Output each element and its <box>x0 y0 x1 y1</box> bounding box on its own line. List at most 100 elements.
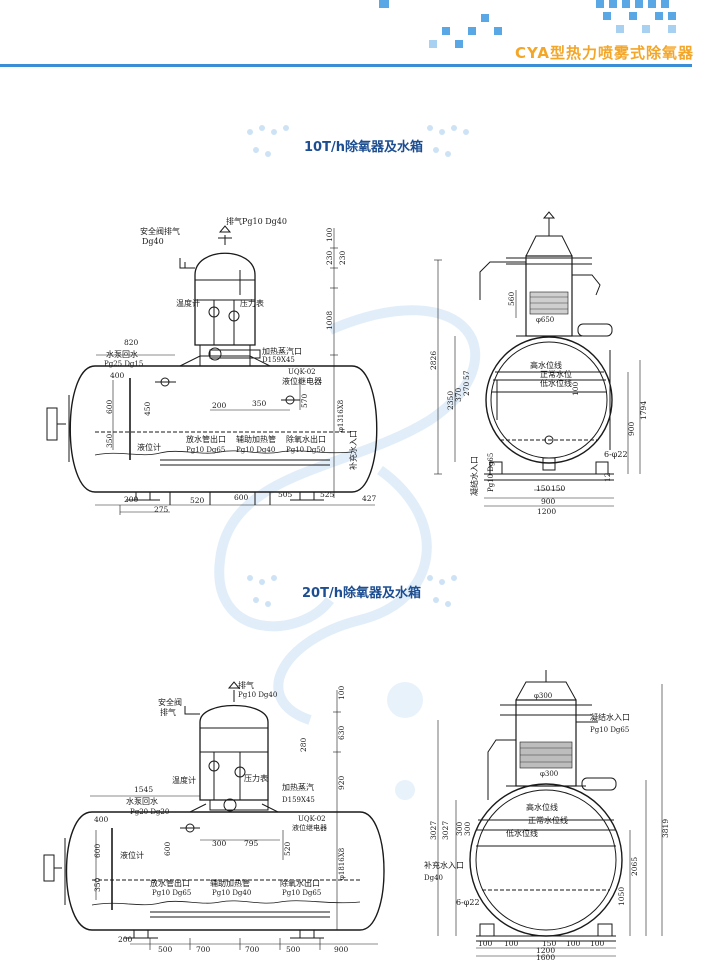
s1-dim-150b: 150 <box>551 484 566 493</box>
s2-pump-return-spec: Pg20 Dg20 <box>130 808 169 816</box>
s1-normal-level-label: 正常水位 <box>540 369 572 379</box>
s1-phi650: φ650 <box>536 316 554 324</box>
s1-dim-900: 900 <box>627 421 636 436</box>
s2-phi300a: φ300 <box>534 692 552 700</box>
s2-dim-100: 100 <box>337 685 346 700</box>
s1-dim-12: 12 <box>603 472 612 482</box>
s1-safety-dg-label: Dg40 <box>142 237 164 246</box>
s1-dim-820: 820 <box>124 338 139 347</box>
s1-tank-side <box>46 365 378 505</box>
s1-end-view <box>479 211 614 481</box>
s2-condensate-label: 凝结水入口 <box>590 712 630 722</box>
s1-relay-label: 液位继电器 <box>282 376 322 386</box>
s1-safety-valve-label: 安全阀排气 <box>140 226 180 236</box>
s2-dim-630: 630 <box>337 725 346 740</box>
s1-dim-570: 570 <box>300 393 309 408</box>
s2-end-view <box>469 670 623 942</box>
s1-dim-2350: 2350 <box>446 391 455 410</box>
s2-aux-heat-label: 辅助加热管 <box>210 878 250 888</box>
s2-phi300b: φ300 <box>540 770 558 778</box>
s1-dim-100b: 100 <box>571 381 580 396</box>
s2-heating-steam-label: 加热蒸汽 <box>282 782 314 792</box>
s1-dim-520: 520 <box>190 496 205 505</box>
section1-title: 10T/h除氧器及水箱 <box>304 140 423 155</box>
s2-dim-700a: 700 <box>196 945 211 954</box>
s2-aux-heat-spec: Pg10 Dg40 <box>212 889 251 897</box>
s2-dim-300: 300 <box>212 839 227 848</box>
s1-dim-600b: 600 <box>234 493 249 502</box>
s2-high-level-label: 高水位线 <box>526 802 558 812</box>
s1-drain-spec: Pg10 Dg65 <box>186 446 225 454</box>
s1-thermometer-label: 温度计 <box>176 298 200 308</box>
s1-vessel-size: φ1316X8 <box>337 400 345 432</box>
s1-dim-370: 370 <box>454 387 463 402</box>
s1-heating-steam-label: 加热蒸汽口 <box>262 346 302 356</box>
s2-dim-400: 400 <box>94 815 109 824</box>
s1-deaerator-head <box>179 225 271 367</box>
s2-dim-1050: 1050 <box>617 887 626 906</box>
s2-dim-300b: 300 <box>455 821 464 836</box>
s2-end-view-dims <box>437 684 663 957</box>
s2-dim-795: 795 <box>244 839 259 848</box>
s2-dim-600: 600 <box>93 843 102 858</box>
s1-dim-150a: 150 <box>536 484 551 493</box>
s2-relay-label: 液位继电器 <box>292 823 327 832</box>
s2-dim-1200: 1200 <box>536 946 555 955</box>
s2-normal-level-label: 正常水位线 <box>528 815 568 825</box>
s1-dim-600: 600 <box>105 399 114 414</box>
s2-heating-steam-size: D159X45 <box>282 796 315 804</box>
s2-safety-valve-label: 安全阀 <box>158 697 182 707</box>
s1-high-level-label: 高水位线 <box>530 360 562 370</box>
s1-deoxy-out-label: 除氧水出口 <box>286 434 326 444</box>
s2-dim-1600: 1600 <box>536 953 555 960</box>
s1-level-gauge-label: 液位计 <box>137 442 161 452</box>
s1-condensate-spec: Pg10 Dg65 <box>487 453 495 492</box>
s1-holes-label: 6-φ22 <box>604 450 628 459</box>
s1-dim-350b: 350 <box>252 399 267 408</box>
s2-level-gauge-label: 液位计 <box>120 850 144 860</box>
s2-condensate-spec: Pg10 Dg65 <box>590 726 629 734</box>
s1-dim-275: 275 <box>154 505 169 514</box>
s1-pump-return-spec: Pg25 Dg15 <box>104 360 143 368</box>
s2-drain-spec: Pg10 Dg65 <box>152 889 191 897</box>
s1-exhaust-label: 排气Pg10 Dg40 <box>226 216 287 226</box>
s2-low-level-label: 低水位线 <box>506 828 538 838</box>
s1-dim-230a: 230 <box>325 250 334 265</box>
s1-makeup-label: 补充水入口 <box>348 430 358 470</box>
section2-title: 20T/h除氧器及水箱 <box>302 586 421 601</box>
s2-makeup-spec: Dg40 <box>424 874 443 882</box>
s1-dim-230b: 230 <box>338 250 347 265</box>
s2-deaerator-head <box>184 681 279 813</box>
s1-dim-270: 270 <box>462 381 471 396</box>
s2-dim-700b: 700 <box>245 945 260 954</box>
s2-dim-520: 520 <box>283 841 292 856</box>
s2-dim-300c: 300 <box>463 821 472 836</box>
header-decoration <box>379 0 676 48</box>
s2-deoxy-out-label: 除氧水出口 <box>280 878 320 888</box>
s1-dim-1200: 1200 <box>537 507 556 516</box>
s2-dim-100d: 100 <box>504 939 519 948</box>
s1-dim-2826: 2826 <box>429 351 438 370</box>
s1-dim-505: 505 <box>278 490 293 499</box>
s2-dim-600b: 600 <box>163 841 172 856</box>
s1-dim-450: 450 <box>143 401 152 416</box>
s2-thermometer-label: 温度计 <box>172 775 196 785</box>
s2-pump-return-label: 水泵回水 <box>126 796 158 806</box>
s1-dim-57: 57 <box>462 370 471 380</box>
s2-dim-500a: 500 <box>158 945 173 954</box>
s2-exhaust-spec: Pg10 Dg40 <box>238 691 277 699</box>
s2-dim-200: 200 <box>118 935 133 944</box>
s2-tank-side <box>43 811 385 939</box>
s2-dim-900: 900 <box>334 945 349 954</box>
s1-dim-1794: 1794 <box>639 401 648 420</box>
s2-holes-label: 6-φ22 <box>456 898 480 907</box>
s2-relay-model: UQK-02 <box>298 815 326 823</box>
s1-heating-steam-size: D159X45 <box>262 356 295 364</box>
s2-dim-3819: 3819 <box>661 819 670 838</box>
s1-dim-400: 400 <box>110 371 125 380</box>
s1-end-view-dims <box>434 259 641 507</box>
